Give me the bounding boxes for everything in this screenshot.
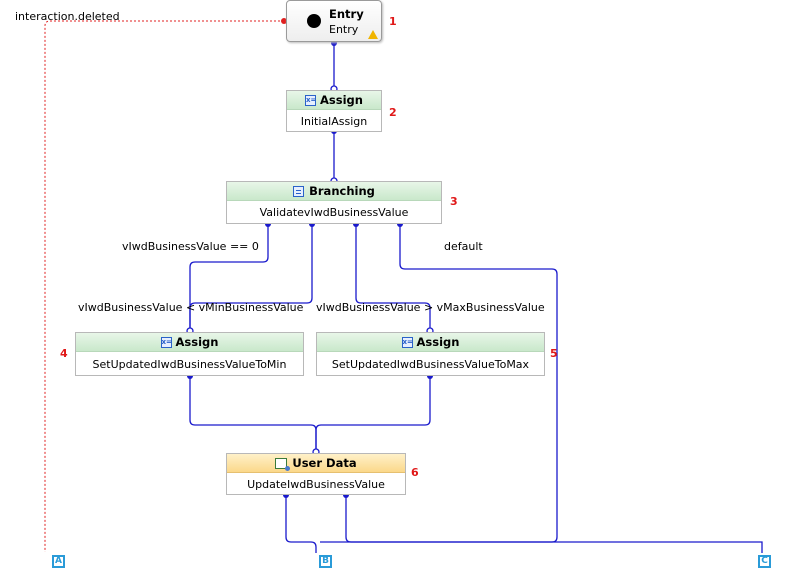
node-header: x= Assign — [317, 333, 544, 352]
deleted-connector — [44, 20, 284, 552]
assign-icon: x= — [160, 336, 172, 348]
wire-min-to-userdata — [189, 376, 317, 452]
assign-max-node[interactable]: x= Assign SetUpdatedIwdBusinessValueToMa… — [316, 332, 545, 376]
terminal-c[interactable]: C — [758, 555, 771, 568]
node-type-label: Branching — [309, 184, 375, 198]
node-label: ValidatevIwdBusinessValue — [259, 206, 409, 219]
assign-min-node[interactable]: x= Assign SetUpdatedIwdBusinessValueToMi… — [75, 332, 304, 376]
node-label: InitialAssign — [300, 114, 368, 128]
node-type-label: Assign — [175, 335, 219, 349]
node-header: User Data — [227, 454, 405, 473]
entry-title: Entry — [329, 7, 364, 21]
node-header: x= Assign — [76, 333, 303, 352]
wire-default — [320, 224, 558, 543]
deleted-connector-label: interaction.deleted — [15, 10, 120, 23]
assign-icon: x= — [401, 336, 413, 348]
step-number-3: 3 — [450, 195, 458, 208]
step-number-6: 6 — [411, 466, 419, 479]
edge-label-lt-min: vIwdBusinessValue < vMinBusinessValue — [78, 301, 304, 314]
node-type-label: User Data — [292, 456, 357, 470]
terminal-a[interactable]: A — [52, 555, 65, 568]
entry-node[interactable]: Entry Entry — [286, 0, 382, 42]
node-type-label: Assign — [320, 93, 363, 107]
wire-userdata-left — [285, 495, 317, 553]
edge-label-eq-zero: vIwdBusinessValue == 0 — [122, 240, 259, 253]
assign-icon: x= — [305, 94, 317, 106]
user-data-node[interactable]: User Data UpdateIwdBusinessValue — [226, 453, 406, 495]
entry-subtitle: Entry — [329, 23, 359, 36]
edge-label-gt-max: vIwdBusinessValue > vMaxBusinessValue — [316, 301, 545, 314]
edge-label-default: default — [444, 240, 483, 253]
node-type-label: Assign — [416, 335, 460, 349]
step-number-2: 2 — [389, 106, 397, 119]
start-dot-icon — [307, 14, 321, 28]
branching-icon — [293, 185, 305, 197]
branching-node[interactable]: Branching ValidatevIwdBusinessValue — [226, 181, 442, 224]
node-header: x= Assign — [287, 91, 381, 110]
terminal-b[interactable]: B — [319, 555, 332, 568]
wire-userdata-right — [345, 495, 763, 553]
assign-initial-node[interactable]: x= Assign InitialAssign — [286, 90, 382, 132]
warning-icon — [368, 30, 378, 39]
node-header: Branching — [227, 182, 441, 201]
node-label: SetUpdatedIwdBusinessValueToMin — [92, 357, 287, 371]
step-number-4: 4 — [60, 347, 68, 360]
wire-gt-max — [355, 224, 431, 331]
wire-lt-min — [189, 224, 313, 331]
step-number-5: 5 — [550, 347, 558, 360]
wire-eq-zero — [189, 224, 269, 331]
deleted-port — [281, 18, 287, 24]
wire-max-to-userdata — [315, 376, 431, 452]
step-number-1: 1 — [389, 15, 397, 28]
user-data-icon — [275, 457, 291, 471]
node-label: UpdateIwdBusinessValue — [247, 477, 385, 491]
node-label: SetUpdatedIwdBusinessValueToMax — [331, 357, 530, 371]
